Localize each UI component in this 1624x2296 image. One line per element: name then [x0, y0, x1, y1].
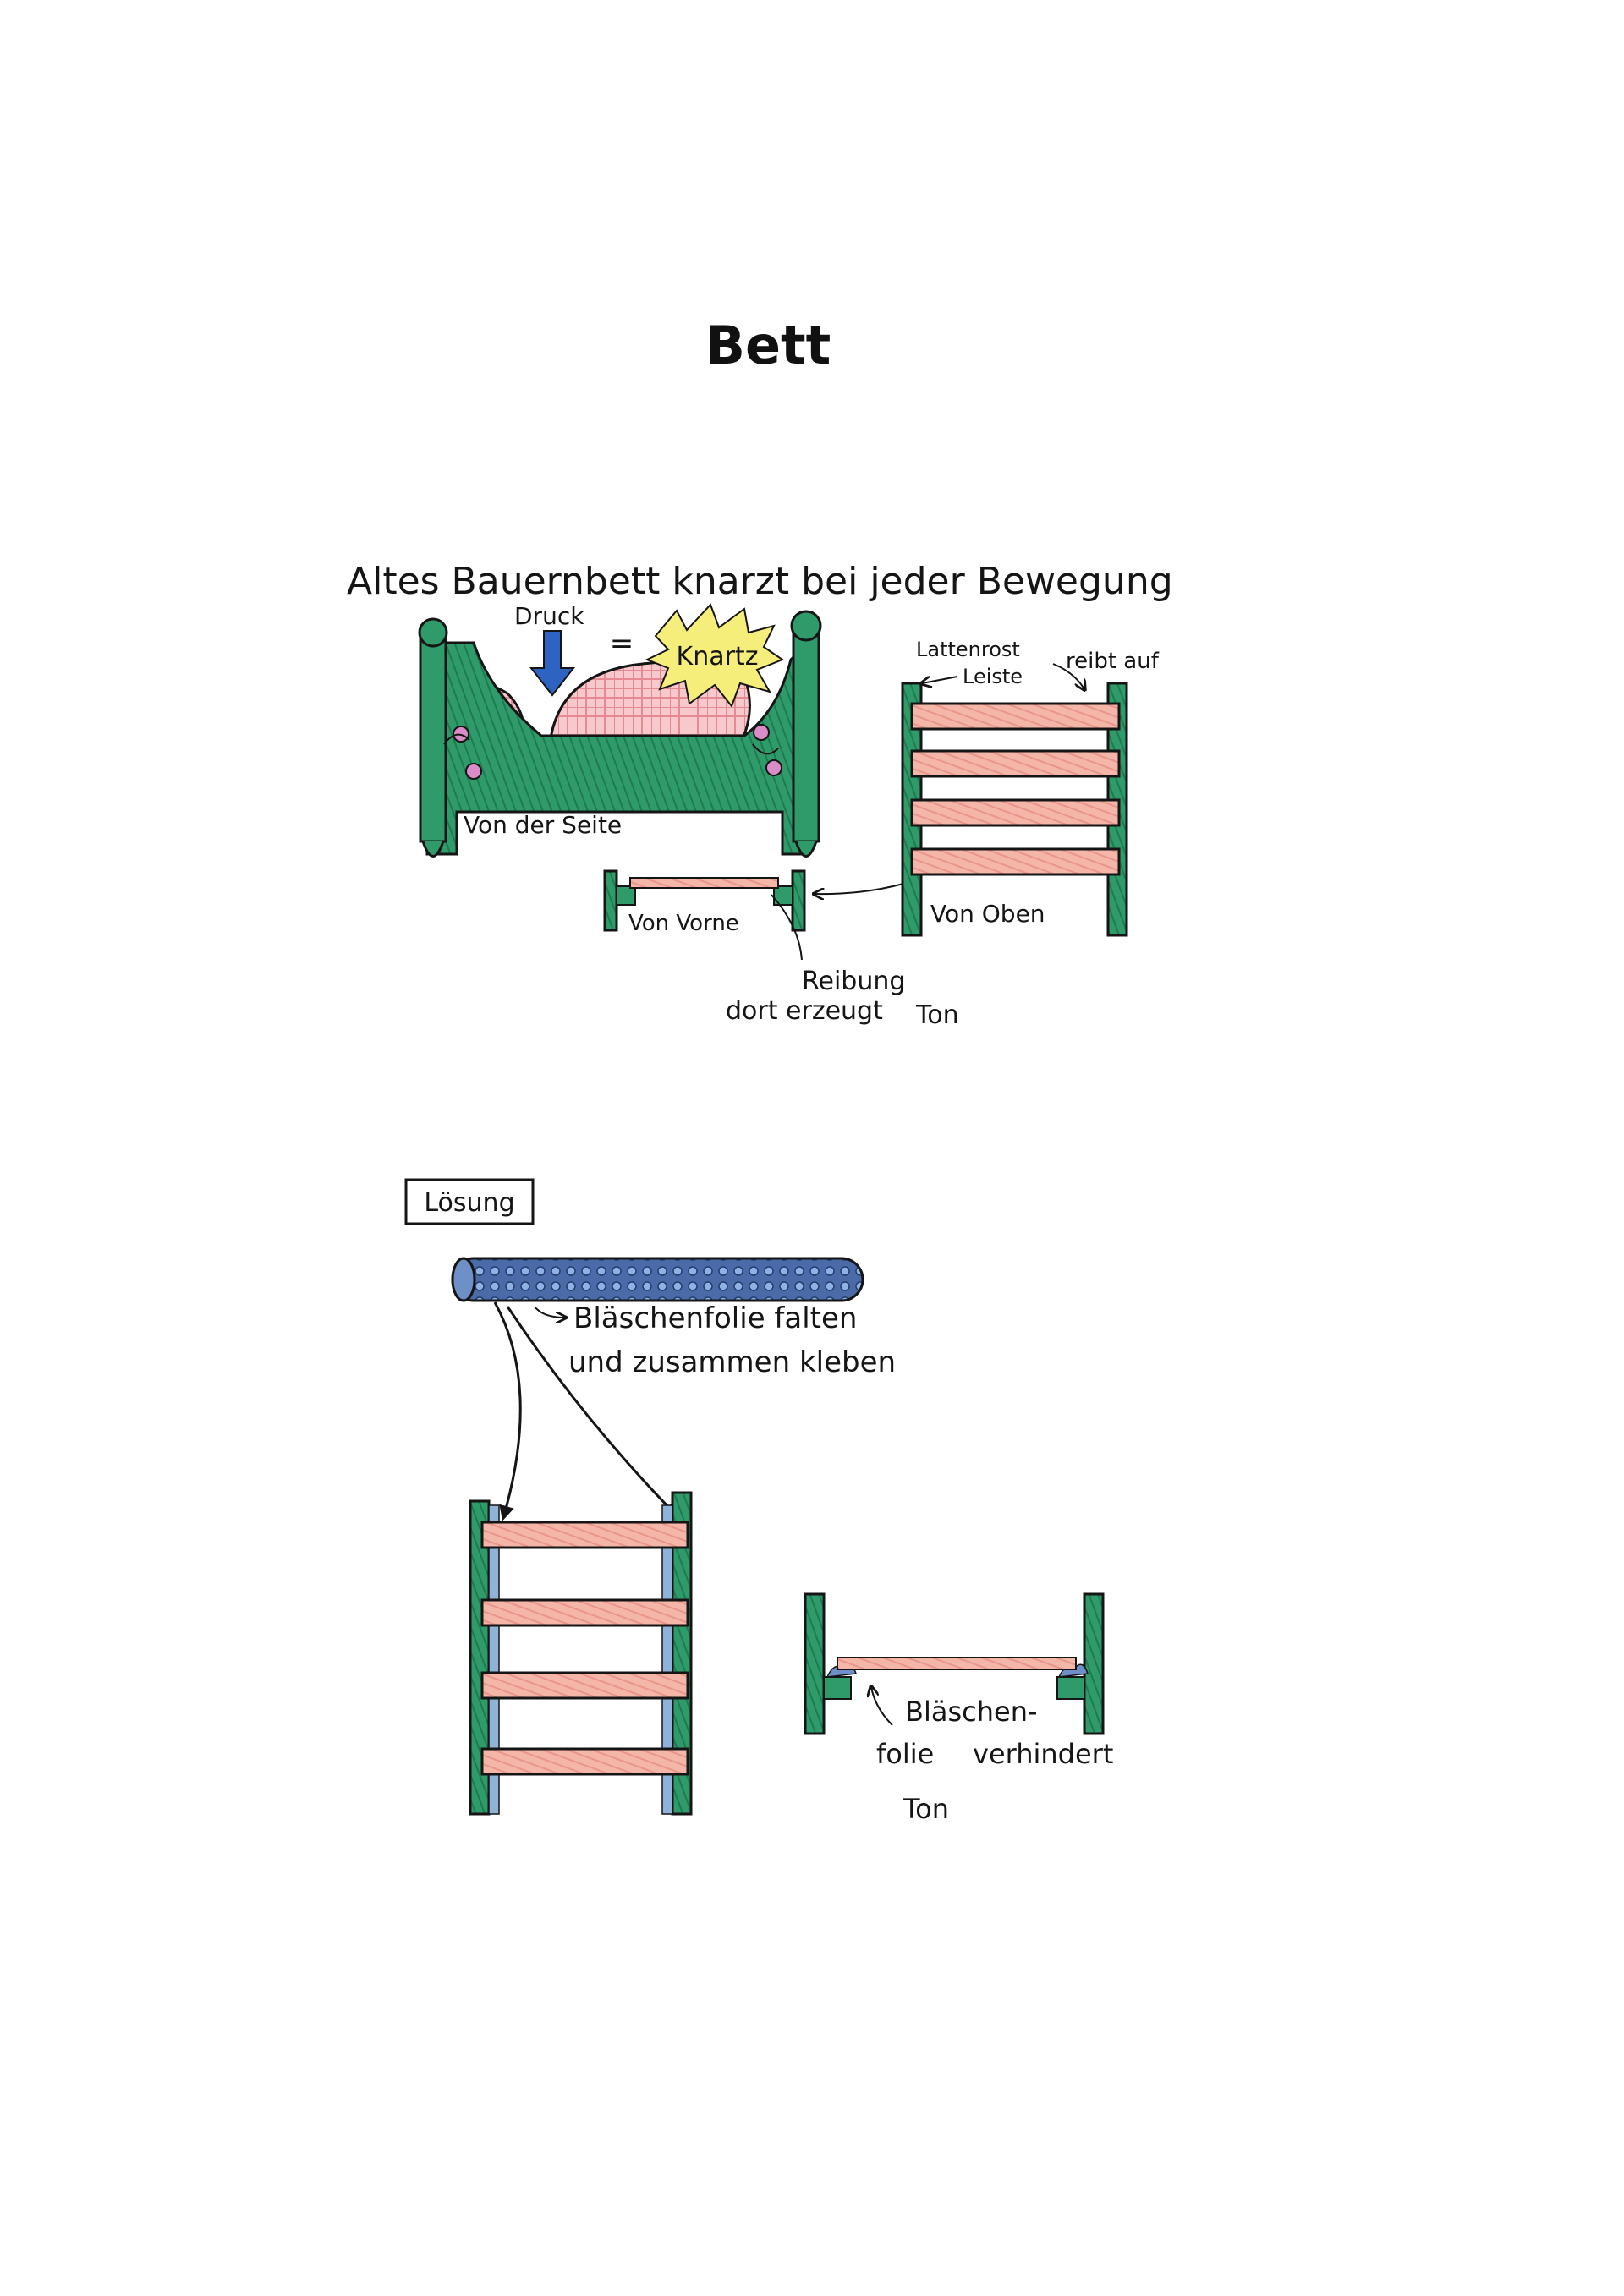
bubble-to-left-rail-arrow — [493, 1301, 522, 1521]
solution-label: Lösung — [424, 1188, 514, 1218]
slatted-frame-front-view-drawing — [603, 869, 806, 932]
down-arrow-icon — [529, 630, 576, 697]
instruction-line2: und zusammen kleben — [568, 1345, 896, 1379]
solution-box — [404, 1178, 535, 1225]
page-title: Bett — [705, 315, 831, 376]
solution-slatted-frame-drawing — [469, 1491, 693, 1816]
bubble-to-right-rail-arrow — [506, 1306, 679, 1518]
result-line2: folie — [876, 1738, 934, 1770]
slatted-frame-pointer-arrow — [1052, 663, 1084, 689]
rail-pointer-arrow — [922, 676, 958, 683]
problem-heading: Altes Bauernbett knarzt bei jeder Bewegu… — [347, 560, 1173, 603]
bubble-wrap-roll-icon — [451, 1257, 864, 1302]
top-to-front-arrow — [815, 883, 904, 894]
top-view-label: Von Oben — [930, 900, 1045, 928]
front-view-label: Von Vorne — [628, 911, 739, 936]
rubs-on-label: reibt auf — [1066, 649, 1160, 674]
friction-pointer-line — [771, 894, 803, 961]
slatted-frame-top-view-drawing — [901, 682, 1128, 937]
result-line4: Ton — [903, 1793, 949, 1825]
friction-text-line3: Ton — [915, 1000, 959, 1030]
friction-text-line1: Reibung — [802, 967, 905, 996]
creak-label: Knartz — [677, 642, 759, 671]
result-pointer-arrow — [871, 1687, 893, 1726]
pressure-label: Druck — [514, 602, 584, 630]
bed-side-view-drawing — [418, 610, 822, 858]
instruction-pointer-arrow — [534, 1306, 565, 1318]
result-line1: Bläschen- — [905, 1696, 1038, 1728]
instruction-line1: Bläschenfolie falten — [573, 1301, 857, 1335]
friction-text-line2: dort erzeugt — [726, 996, 883, 1026]
rail-label: Leiste — [963, 665, 1023, 688]
result-line3: verhindert — [973, 1738, 1113, 1770]
burst-star-icon — [645, 603, 785, 709]
slatted-frame-label: Lattenrost — [916, 638, 1020, 661]
side-view-label: Von der Seite — [464, 811, 622, 839]
equals-sign: = — [610, 627, 634, 660]
solution-front-view-drawing — [804, 1592, 1105, 1735]
